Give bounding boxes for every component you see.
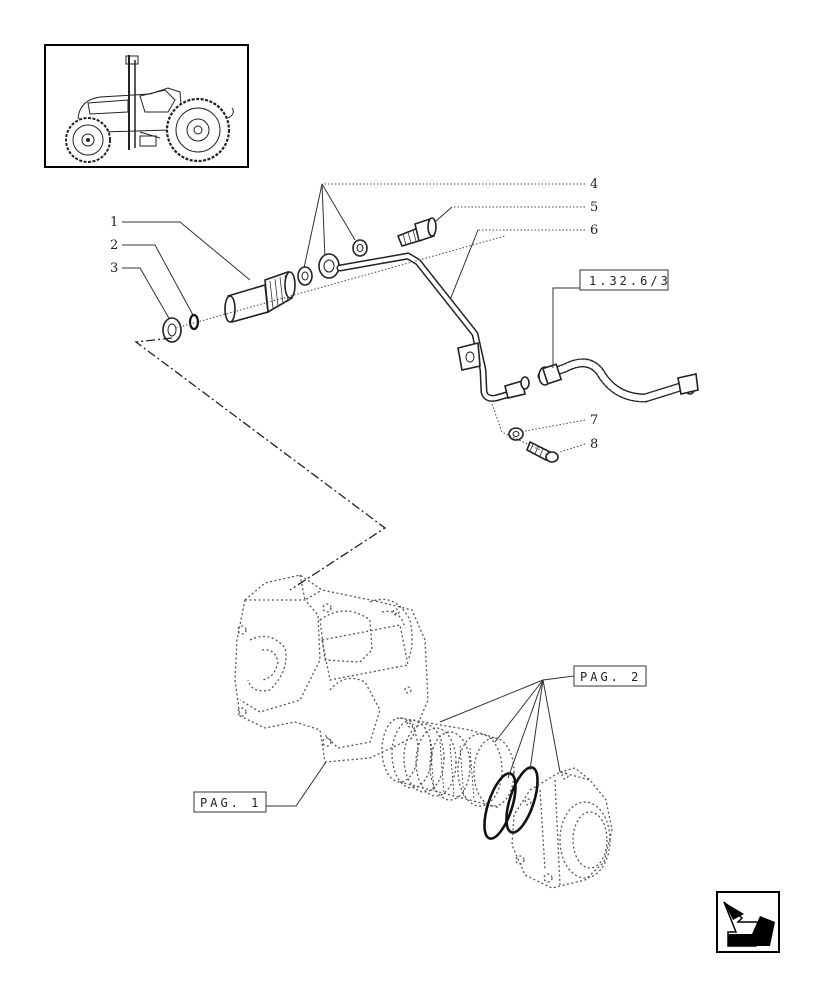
callout-3: 3 bbox=[110, 261, 171, 321]
axle-housing-ghost bbox=[234, 574, 429, 763]
pipe-end-fitting bbox=[504, 376, 530, 399]
callout-5: 5 bbox=[427, 200, 598, 229]
tractor-thumbnail-icon bbox=[44, 44, 249, 168]
page-reference-2-label: PAG. 2 bbox=[580, 670, 641, 684]
washer-part-7 bbox=[508, 427, 524, 441]
callout-8: 8 bbox=[559, 437, 598, 453]
callout-2: 2 bbox=[110, 238, 194, 316]
pipe-part-6 bbox=[336, 252, 514, 402]
callout-4: 4 bbox=[303, 177, 598, 269]
callout-label-6: 6 bbox=[590, 223, 598, 238]
hose-reference-label: 1.32.6/3 bbox=[589, 274, 671, 288]
callout-label-3: 3 bbox=[110, 261, 118, 276]
page-reference-2[interactable]: PAG. 2 bbox=[439, 665, 647, 779]
callout-label-8: 8 bbox=[590, 437, 598, 452]
ring-part-2 bbox=[188, 313, 200, 331]
bolt-part-8 bbox=[526, 440, 559, 463]
o-ring-pair bbox=[483, 766, 539, 840]
callout-label-1: 1 bbox=[110, 215, 118, 230]
callout-7: 7 bbox=[519, 413, 598, 433]
callout-label-5: 5 bbox=[590, 200, 598, 215]
callout-label-4: 4 bbox=[590, 177, 598, 192]
page-reference-1[interactable]: PAG. 1 bbox=[193, 761, 327, 813]
washer-part-3 bbox=[162, 317, 182, 343]
callout-1: 1 bbox=[110, 215, 251, 281]
callout-6: 6 bbox=[449, 223, 598, 301]
return-arrow-icon[interactable] bbox=[716, 891, 780, 953]
flexible-hose bbox=[537, 358, 699, 403]
bolt-part-5 bbox=[396, 217, 437, 247]
callout-label-7: 7 bbox=[590, 413, 598, 428]
shaft-assembly-ghost bbox=[381, 717, 515, 809]
hub-ghost bbox=[511, 767, 613, 889]
fitting-part-1 bbox=[224, 270, 296, 324]
callout-label-2: 2 bbox=[110, 238, 118, 253]
hose-reference-link[interactable]: 1.32.6/3 bbox=[552, 269, 671, 368]
page-reference-1-label: PAG. 1 bbox=[200, 796, 261, 810]
washer-part-4 bbox=[297, 239, 368, 286]
